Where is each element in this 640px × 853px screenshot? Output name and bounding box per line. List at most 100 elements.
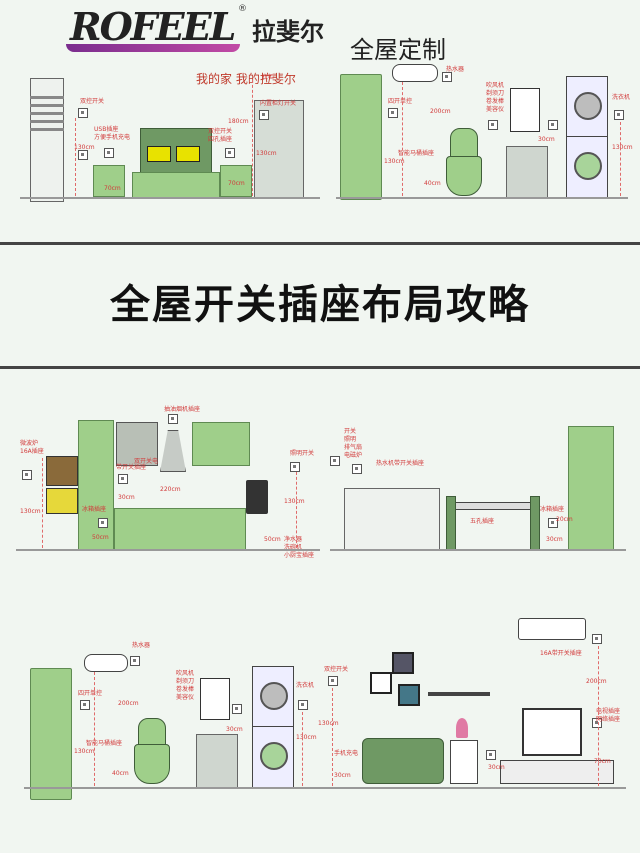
wardrobe-left-stripes: [30, 96, 64, 136]
bathroom-label: 美容仪: [486, 106, 505, 113]
bathroom-label: 吹风机: [486, 82, 505, 89]
floor-line: [20, 197, 320, 199]
nightstand-left: [93, 165, 125, 197]
bathroom-label: 智能马桶插座: [86, 740, 123, 747]
dimension-line: [42, 458, 43, 548]
slogan: 我的家 我的拉斐尔: [196, 72, 296, 86]
bathroom-label: 40cm: [424, 180, 441, 187]
floor-line: [24, 787, 320, 789]
wall-picture: [370, 672, 392, 694]
bedroom-label: 双控开关: [80, 98, 105, 105]
air-conditioner: [518, 618, 586, 640]
tv-cabinet: [500, 760, 614, 784]
bathroom-label: 热水器: [132, 642, 151, 649]
wall-picture: [398, 684, 420, 706]
dimension-line: [252, 80, 253, 196]
bedroom-label: 四孔插座: [208, 136, 233, 143]
dimension-line: [75, 118, 76, 196]
bedroom-label: 双控开关: [208, 128, 233, 135]
toilet-tank: [138, 718, 166, 746]
mirror: [200, 678, 230, 720]
bathroom-label: 200cm: [430, 108, 451, 115]
socket-icon: [22, 470, 32, 480]
kitchen-label: 16A插座: [20, 448, 44, 455]
bathroom-label: 洗衣机: [612, 94, 631, 101]
panel-kitchen-dining: 抽油烟机插座 微波炉 16A插座 130cm 冰箱插座 50cm 带开关插座 双…: [0, 400, 640, 570]
bathroom-door: [340, 74, 382, 200]
pillow-right: [176, 146, 200, 162]
bathroom-label: 130cm: [612, 144, 633, 151]
bedroom-label: USB插座: [94, 126, 119, 133]
wall-cabinet-right: [192, 422, 250, 466]
kitchen-label: 冰箱插座: [82, 506, 107, 513]
socket-icon: [290, 462, 300, 472]
range-hood: [160, 430, 186, 472]
sink: [246, 480, 268, 514]
bathroom-label: 洗衣机: [296, 682, 315, 689]
tall-cabinet: [78, 420, 114, 550]
vanity-cabinet: [196, 734, 238, 788]
kitchen-label: 带开关插座: [116, 464, 147, 471]
side-table: [450, 740, 478, 784]
socket-icon: [592, 718, 602, 728]
wall-shelf: [428, 692, 490, 696]
dimension-line: [296, 472, 297, 548]
socket-icon: [592, 634, 602, 644]
panel-bathroom-living: 热水器 四开单控 200cm 智能马桶插座 130cm 40cm 吹风机 剃须刀…: [0, 618, 640, 800]
divider: [0, 366, 640, 369]
socket-icon: [225, 148, 235, 158]
living-label: 16A带开关插座: [540, 650, 582, 657]
bathroom-label: 40cm: [112, 770, 129, 777]
socket-icon: [259, 110, 269, 120]
kitchen-label: 小厨宝插座: [284, 552, 315, 559]
socket-icon: [330, 456, 340, 466]
socket-icon: [78, 150, 88, 160]
bed-base: [132, 172, 220, 198]
socket-icon: [614, 110, 624, 120]
socket-icon: [442, 72, 452, 82]
floor-line: [318, 787, 626, 789]
wall-picture: [392, 652, 414, 674]
dimension-line: [302, 712, 303, 786]
bathroom-label: 四开单控: [78, 690, 103, 697]
floor-line: [336, 197, 628, 199]
sofa: [362, 738, 444, 784]
socket-icon: [388, 108, 398, 118]
bathroom-label: 130cm: [74, 748, 95, 755]
kitchen-label: 洗碗机: [284, 544, 303, 551]
floor-line: [16, 549, 320, 551]
bedroom-label: 130cm: [256, 150, 277, 157]
socket-icon: [168, 414, 178, 424]
bedroom-label: 70cm: [104, 185, 121, 192]
dining-table: [448, 502, 538, 510]
tv: [522, 708, 582, 756]
dimension-line: [402, 82, 403, 196]
kitchen-label: 净水器: [284, 536, 303, 543]
logo-swoosh: [66, 44, 240, 52]
divider: [0, 242, 640, 245]
kitchen-label: 130cm: [284, 498, 305, 505]
socket-icon: [486, 750, 496, 760]
bathroom-label: 30cm: [538, 136, 555, 143]
bedroom-label: 70cm: [228, 180, 245, 187]
socket-icon: [78, 108, 88, 118]
living-label: 双控开关: [324, 666, 349, 673]
dining-label: 照明: [344, 436, 357, 443]
dining-label: 冰箱插座: [540, 506, 565, 513]
water-heater: [84, 654, 128, 672]
toilet-bowl: [446, 156, 482, 196]
bathroom-label: 130cm: [384, 158, 405, 165]
kitchen-label: 130cm: [20, 508, 41, 515]
dining-label: 五孔插座: [470, 518, 495, 525]
dimension-line: [620, 122, 621, 196]
bathroom-label: 卷发棒: [176, 686, 195, 693]
sideboard: [344, 488, 440, 550]
living-label: 130cm: [318, 720, 339, 727]
brand-logo: ROFEEL: [70, 4, 236, 49]
bathroom-label: 卷发棒: [486, 98, 505, 105]
socket-icon: [548, 518, 558, 528]
dining-label: 电磁炉: [344, 452, 363, 459]
dining-chair-right: [530, 496, 540, 550]
refrigerator: [568, 426, 614, 550]
living-label: 30cm: [488, 764, 505, 771]
